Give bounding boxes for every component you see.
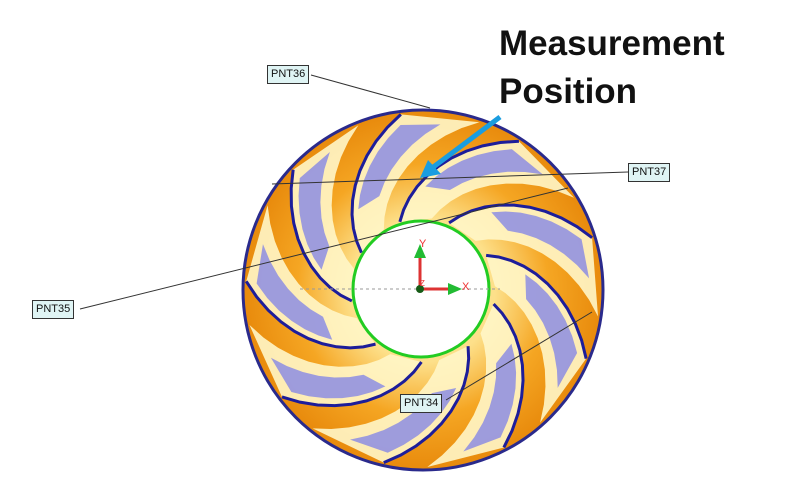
point-label-pnt37[interactable]: PNT37 [628, 163, 671, 182]
vane-passage [291, 125, 359, 301]
blade-edge [383, 346, 471, 464]
point-label-pnt34[interactable]: PNT34 [400, 394, 443, 413]
blade-region [491, 211, 590, 279]
axis-y-label: Y [419, 238, 427, 250]
annotation-line1: Measurement [499, 24, 725, 63]
axis-x-label: X [462, 281, 470, 293]
blade-edge [350, 113, 402, 254]
vane-passage [399, 141, 575, 222]
blade-region [358, 124, 441, 210]
blade-edge [244, 280, 376, 350]
blade-region [270, 357, 386, 399]
blade-region [425, 149, 543, 191]
axis-triad: Y X Z [414, 238, 470, 295]
blade-region [298, 151, 330, 270]
blade-region [256, 244, 333, 340]
blade-edge [485, 253, 588, 359]
vane-passage [246, 205, 376, 348]
annotation-line2: Position [499, 72, 638, 111]
point-label-pnt36[interactable]: PNT36 [267, 65, 310, 84]
point-label-pnt35[interactable]: PNT35 [32, 300, 75, 319]
blade-edge [492, 303, 525, 449]
x-arrow-icon [448, 283, 462, 295]
axis-z-label: Z [420, 279, 425, 288]
blade-edge [281, 361, 423, 408]
blade-region [463, 343, 517, 452]
leader-lines [79, 74, 629, 401]
leader-pnt35 [79, 187, 569, 310]
leader-pnt36 [310, 74, 431, 109]
leader-pnt37 [271, 171, 629, 185]
measurement-arrow-icon [420, 115, 502, 178]
y-arrow-icon [414, 244, 426, 258]
leader-pnt34 [445, 311, 593, 401]
blade-region [525, 274, 578, 388]
